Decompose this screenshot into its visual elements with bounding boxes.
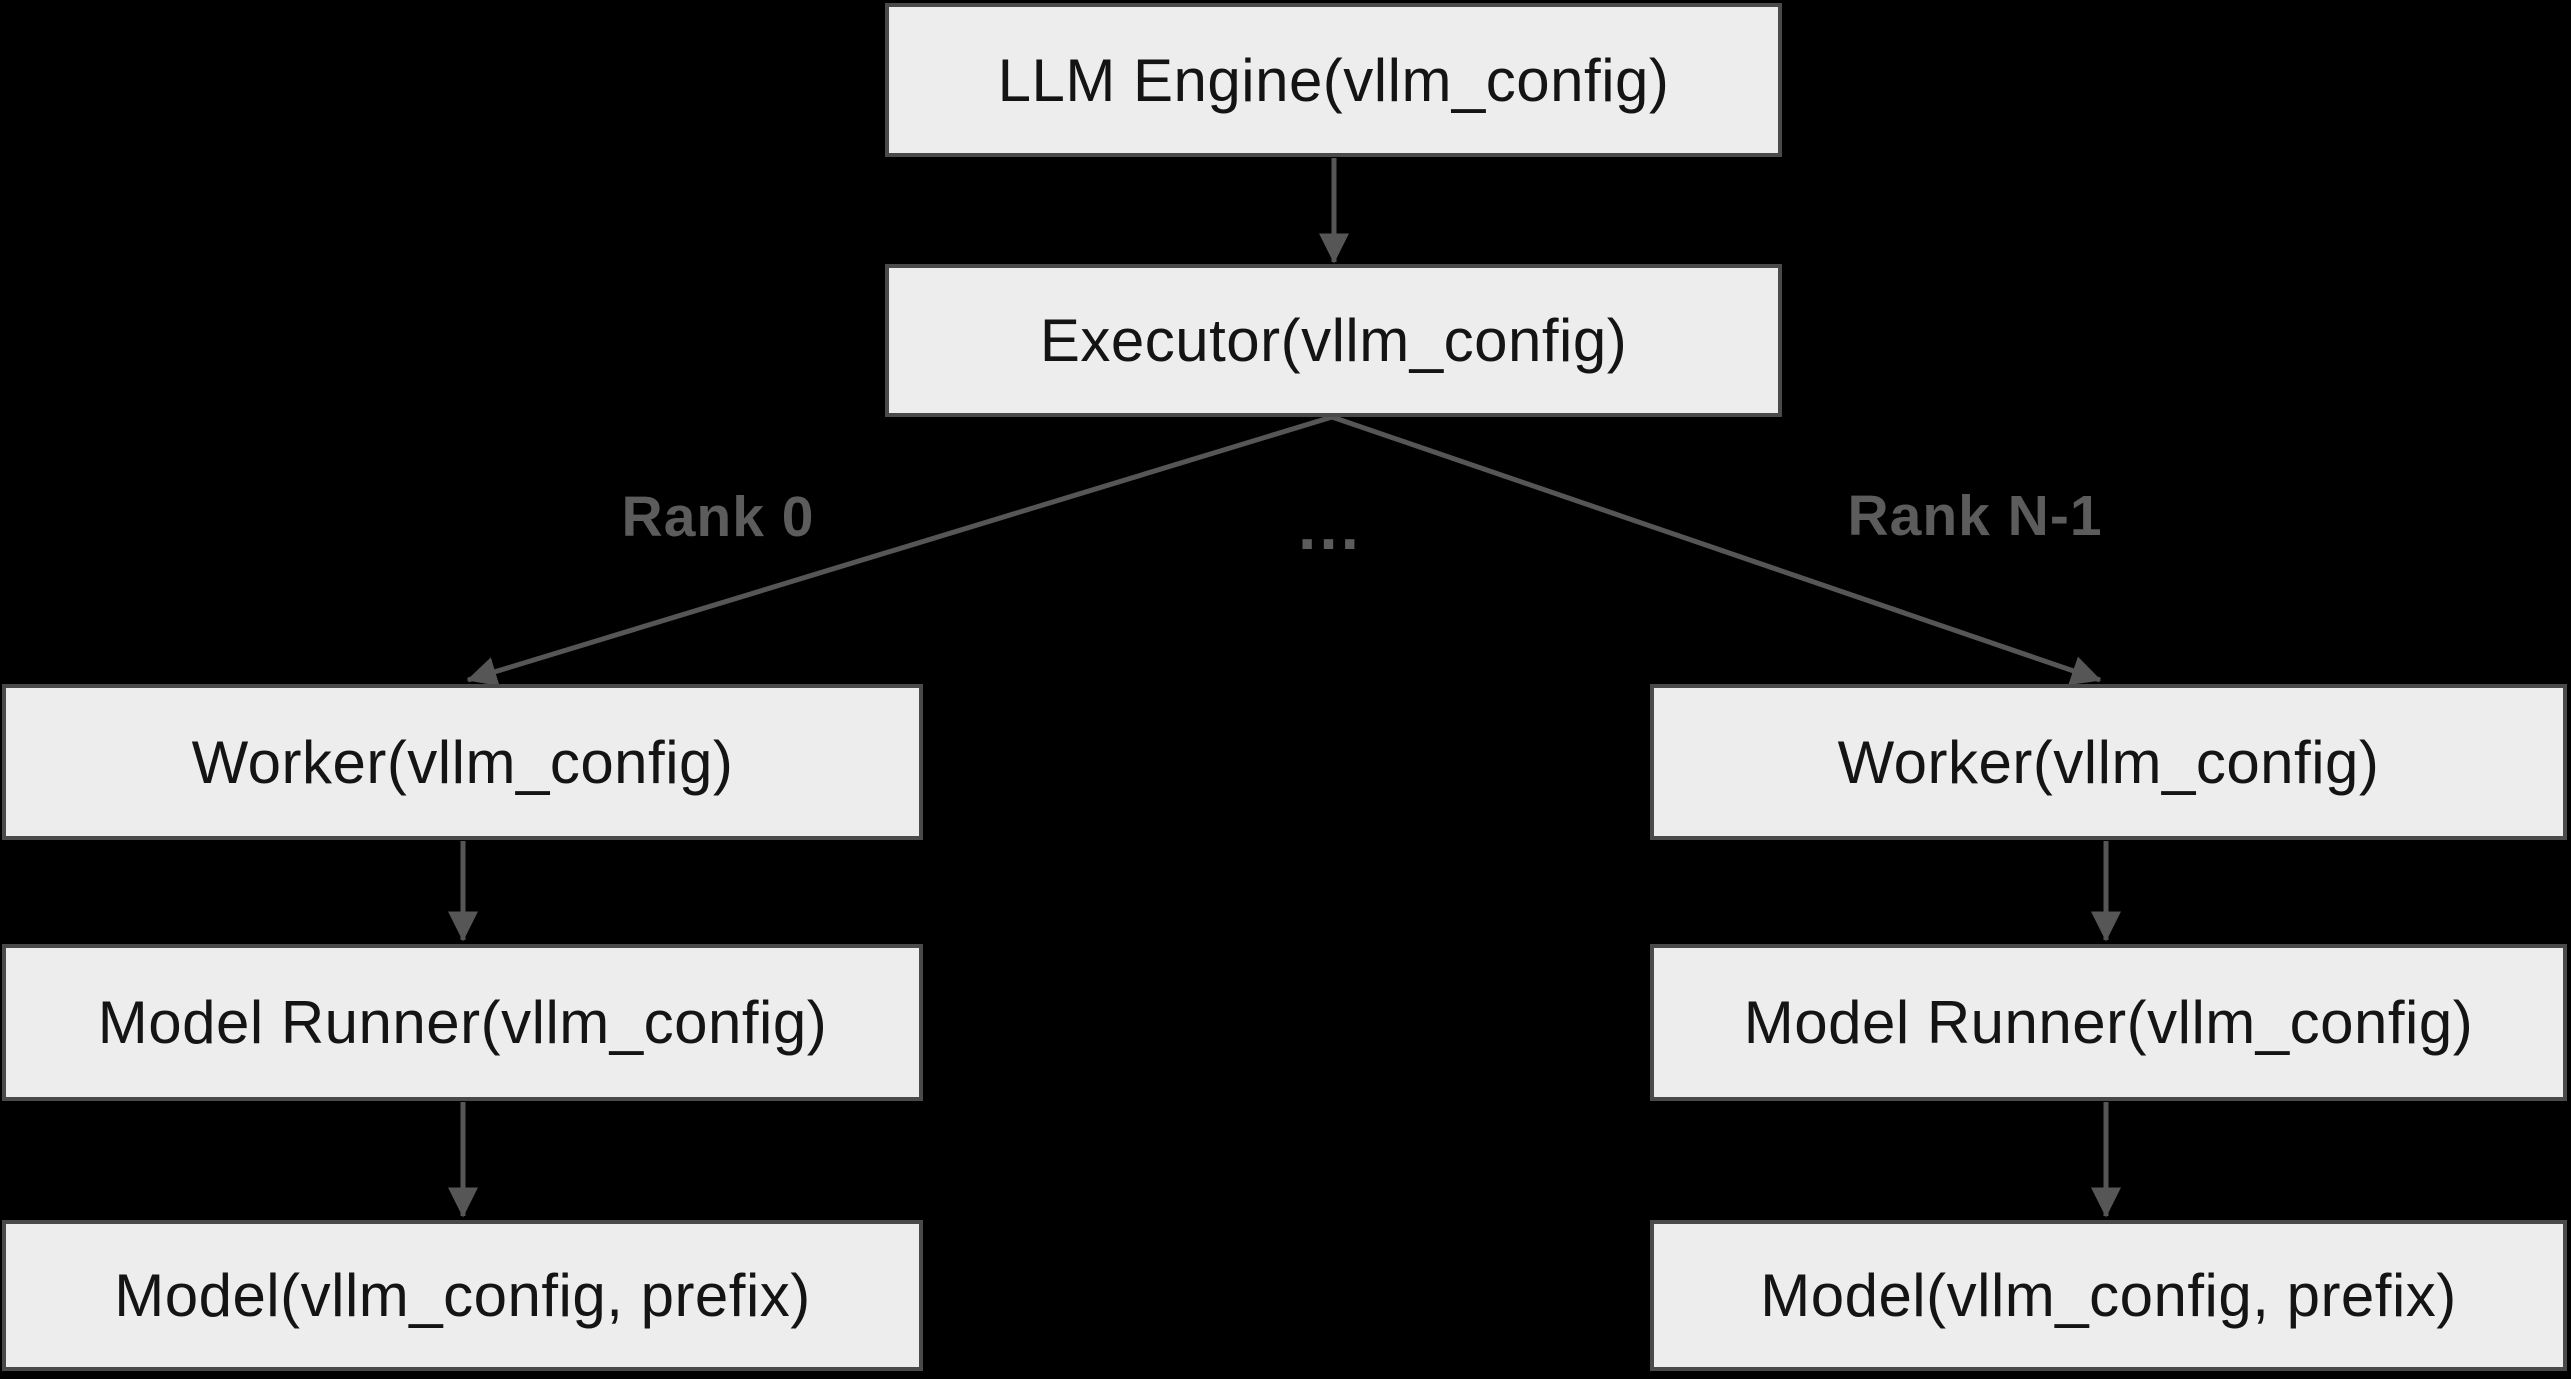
node-model-runner-rank0: Model Runner(vllm_config) xyxy=(2,944,923,1101)
node-label: Executor(vllm_config) xyxy=(1039,307,1628,374)
node-label: Model(vllm_config, prefix) xyxy=(114,1262,811,1329)
edge-label-ellipsis: ... xyxy=(1297,489,1363,563)
edge-executor-worker-rank0 xyxy=(466,414,1333,687)
node-label: Model(vllm_config, prefix) xyxy=(1760,1262,2457,1329)
node-label: Model Runner(vllm_config) xyxy=(97,989,828,1056)
node-model-runner-rankn: Model Runner(vllm_config) xyxy=(1650,944,2567,1101)
node-worker-rankn: Worker(vllm_config) xyxy=(1650,684,2567,840)
node-model-rankn: Model(vllm_config, prefix) xyxy=(1650,1220,2567,1371)
node-llm-engine: LLM Engine(vllm_config) xyxy=(885,3,1782,157)
node-label: Worker(vllm_config) xyxy=(191,728,734,796)
node-executor: Executor(vllm_config) xyxy=(885,264,1782,417)
edge-label-rank-n-1: Rank N-1 xyxy=(1847,484,2103,548)
node-worker-rank0: Worker(vllm_config) xyxy=(2,684,923,840)
node-model-rank0: Model(vllm_config, prefix) xyxy=(2,1220,923,1371)
node-label: Worker(vllm_config) xyxy=(1837,728,2380,796)
node-label: Model Runner(vllm_config) xyxy=(1743,989,2474,1056)
node-label: LLM Engine(vllm_config) xyxy=(997,46,1670,114)
edge-label-rank0: Rank 0 xyxy=(621,485,815,549)
